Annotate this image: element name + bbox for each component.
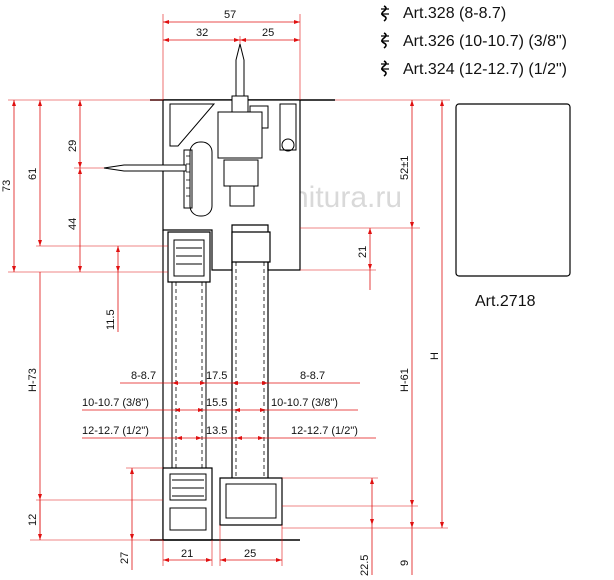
sample-label: Art.2718 — [475, 293, 536, 310]
glass-row-mid: 17.5 — [206, 370, 227, 382]
article-label: Art.324 (12-12.7) (1/2") — [403, 61, 567, 78]
dim-left-11-5: 11.5 — [105, 309, 117, 330]
dimension-lines — [8, 14, 450, 575]
dim-right-h61: H-61 — [399, 368, 411, 392]
glass-row-mid: 15.5 — [206, 397, 227, 409]
dim-top-right: 25 — [262, 27, 274, 39]
glass-row-left: 10-10.7 (3/8") — [82, 397, 149, 409]
wave-icon — [381, 5, 389, 22]
article-label: Art.328 (8-8.7) — [403, 5, 506, 22]
glass-row-left: 12-12.7 (1/2") — [82, 425, 149, 437]
dimension-labels: 57 32 25 73 61 29 44 11.5 H-73 12 27 52±… — [1, 9, 441, 576]
glass-row-right: 12-12.7 (1/2") — [291, 425, 358, 437]
dim-top-left: 32 — [196, 27, 208, 39]
dim-left-44: 44 — [67, 218, 79, 230]
wave-icon — [381, 60, 389, 77]
dim-right-9: 9 — [399, 560, 411, 566]
profile-outline — [103, 43, 335, 541]
wave-icon — [381, 32, 389, 49]
dim-right-21: 21 — [357, 246, 369, 258]
dim-right-h: H — [429, 352, 441, 360]
dim-left-29: 29 — [67, 140, 79, 152]
glass-row-right: 10-10.7 (3/8") — [271, 397, 338, 409]
dim-top-total: 57 — [224, 9, 236, 21]
glass-row-left: 8-8.7 — [131, 370, 156, 382]
glass-row-right: 8-8.7 — [300, 370, 325, 382]
dim-left-27: 27 — [119, 552, 131, 564]
article-list: Art.328 (8-8.7) Art.326 (10-10.7) (3/8")… — [381, 5, 567, 78]
dim-right-22-5: 22.5 — [359, 555, 371, 576]
article-label: Art.326 (10-10.7) (3/8") — [403, 33, 567, 50]
dim-left-12: 12 — [27, 514, 39, 526]
dim-left-73: 73 — [1, 180, 13, 192]
dim-left-61: 61 — [27, 168, 39, 180]
glass-row-mid: 13.5 — [206, 425, 227, 437]
dim-bottom-25: 25 — [244, 548, 256, 560]
dim-right-52: 52±1 — [399, 156, 411, 180]
sample-square — [455, 103, 571, 277]
dim-bottom-21: 21 — [181, 548, 193, 560]
dim-left-h73: H-73 — [27, 368, 39, 392]
